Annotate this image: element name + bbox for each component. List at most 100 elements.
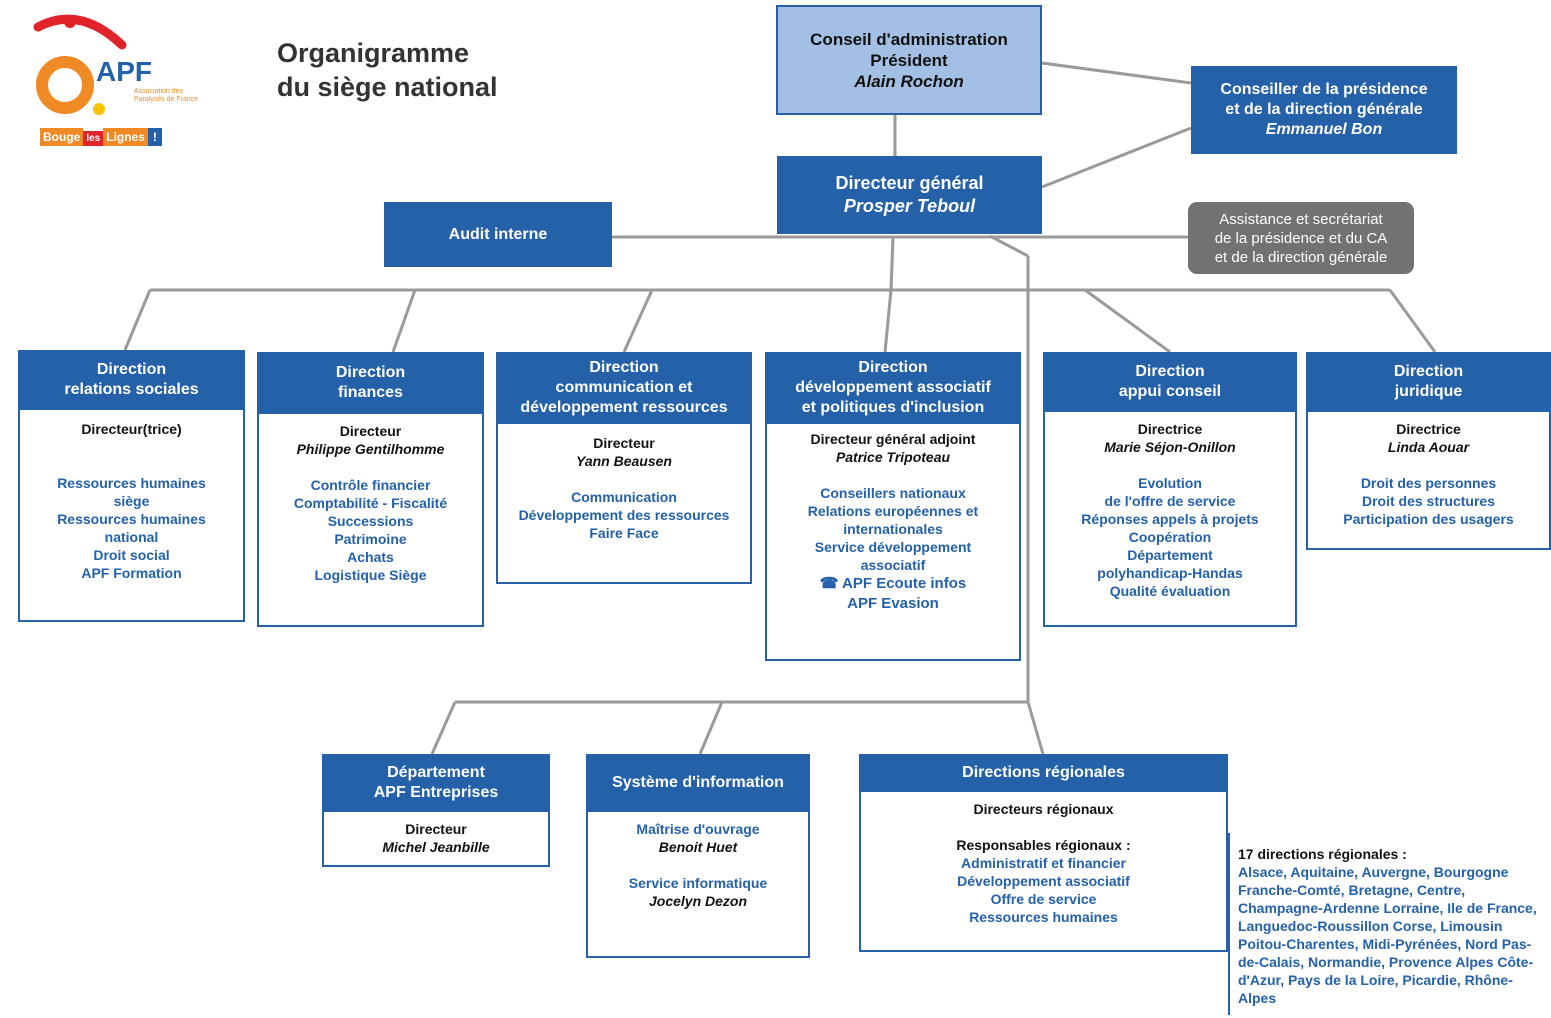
direction-developpement-associatif: Direction développement associatif et po…: [765, 352, 1021, 661]
list-item: Ressources humaines: [969, 909, 1118, 925]
direction-body: Maîtrise d'ouvrage Benoit Huet Service i…: [586, 812, 810, 958]
director-name: Yann Beausen: [576, 453, 672, 469]
slogan-bang: !: [147, 128, 162, 146]
assistance-line-1: Assistance et secrétariat: [1219, 210, 1383, 228]
list-item: Réponses appels à projets: [1081, 511, 1259, 527]
list-item: Administratif et financier: [961, 855, 1126, 871]
direction-header: Département APF Entreprises: [322, 754, 550, 812]
direction-appui-conseil: Direction appui conseil Directrice Marie…: [1043, 352, 1297, 627]
direction-body: Directeur(trice) Ressources humaines siè…: [18, 410, 245, 622]
direction-title-2: juridique: [1394, 383, 1463, 400]
systeme-information: Système d'information Maîtrise d'ouvrage…: [586, 754, 810, 958]
list-item: Patrimoine: [334, 531, 407, 547]
list-item: de l'offre de service: [1104, 493, 1236, 509]
direction-title-1: Système d'information: [612, 774, 784, 791]
conseiller-line-2: et de la direction générale: [1225, 101, 1423, 118]
director-role: Directeur: [593, 435, 655, 451]
conseiller-name: Emmanuel Bon: [1265, 121, 1383, 138]
direction-header: Direction développement associatif et po…: [765, 352, 1021, 424]
direction-juridique: Direction juridique Directrice Linda Aou…: [1306, 352, 1551, 550]
direction-header: Système d'information: [586, 754, 810, 812]
title-line-2: du siège national: [277, 72, 498, 102]
dg-name: Prosper Teboul: [843, 196, 976, 216]
conseil-name: Alain Rochon: [854, 71, 964, 91]
dg-line-1: Directeur général: [835, 173, 984, 193]
list-item: national: [104, 529, 159, 545]
regions-note-text: Alsace, Aquitaine, Auvergne, Bourgogne F…: [1238, 864, 1537, 1006]
regions-note: 17 directions régionales : Alsace, Aquit…: [1228, 833, 1550, 1015]
direction-title-2: finances: [338, 384, 403, 401]
list-item: Achats: [347, 549, 394, 565]
list-item: ☎ APF Ecoute infos: [767, 574, 1019, 594]
list-item: Logistique Siège: [314, 567, 427, 583]
list-item: Coopération: [1128, 529, 1212, 545]
conseil-line-1: Conseil d'administration: [810, 29, 1008, 49]
direction-title-1: Direction: [96, 361, 167, 378]
direction-body: Directeur Michel Jeanbille: [322, 812, 550, 867]
direction-items: Communication Développement des ressourc…: [498, 488, 750, 542]
list-item: Droit social: [93, 547, 170, 563]
list-item: polyhandicap-Handas: [1097, 565, 1243, 581]
list-item: associatif: [860, 557, 926, 573]
direction-header: Direction finances: [257, 352, 484, 414]
direction-title-1: Direction: [858, 359, 928, 376]
list-item: Conseillers nationaux: [820, 485, 966, 501]
list-item: Service développement: [814, 539, 972, 555]
slogan-les: les: [83, 131, 104, 146]
audit-label: Audit interne: [448, 225, 548, 243]
directions-regionales: Directions régionales Directeurs régiona…: [859, 754, 1228, 952]
direction-body: Directrice Marie Séjon-Onillon Evolution…: [1043, 412, 1297, 627]
direction-relations-sociales: Direction relations sociales Directeur(t…: [18, 350, 245, 622]
direction-header: Direction communication et développement…: [496, 352, 752, 424]
director-name: Philippe Gentilhomme: [296, 441, 445, 457]
director-role: Directeur: [339, 423, 402, 439]
page-title: Organigramme du siège national: [277, 36, 498, 104]
direction-items: Evolution de l'offre de service Réponses…: [1045, 474, 1295, 600]
list-item: Développement des ressources: [518, 507, 730, 523]
director-name: Jocelyn Dezon: [648, 893, 748, 909]
direction-header: Direction appui conseil: [1043, 352, 1297, 412]
direction-title-2: communication et: [555, 379, 693, 396]
director-role: Directrice: [1137, 421, 1203, 437]
director-role: Directrice: [1396, 421, 1461, 437]
direction-finances: Direction finances Directeur Philippe Ge…: [257, 352, 484, 627]
direction-header: Direction juridique: [1306, 352, 1551, 412]
slogan-lignes: Lignes: [103, 128, 148, 146]
apf-ecoute-infos: APF Ecoute infos: [842, 575, 967, 592]
conseiller-box: Conseiller de la présidence et de la dir…: [1191, 66, 1457, 154]
direction-items: Droit des personnes Droit des structures…: [1308, 474, 1549, 528]
departement-apf-entreprises: Département APF Entreprises Directeur Mi…: [322, 754, 550, 867]
title-line-1: Organigramme: [277, 38, 470, 68]
direction-title-1: Direction: [1393, 363, 1464, 380]
assistance-box: Assistance et secrétariat de la présiden…: [1188, 202, 1414, 274]
direction-title-1: Direction: [589, 359, 659, 376]
apf-logo-mark: [33, 14, 127, 115]
direction-title-1: Direction: [1135, 363, 1205, 380]
direction-body: Directeur Philippe Gentilhomme Contrôle …: [257, 414, 484, 627]
list-item: Ressources humaines: [57, 511, 206, 527]
direction-items: Ressources humaines siège Ressources hum…: [20, 474, 243, 582]
list-item: Département: [1127, 547, 1213, 563]
direction-items: Contrôle financier Comptabilité - Fiscal…: [259, 476, 482, 584]
direction-title-2: relations sociales: [64, 381, 199, 398]
list-item: Droit des personnes: [1360, 475, 1497, 491]
direction-body: Directeur général adjoint Patrice Tripot…: [765, 424, 1021, 661]
list-item: APF Formation: [81, 565, 182, 581]
list-item: Relations européennes et: [807, 503, 979, 519]
director-name: Linda Aouar: [1387, 439, 1470, 455]
director-role: Directeurs régionaux: [973, 801, 1114, 817]
direction-items: Administratif et financier Développement…: [861, 854, 1226, 926]
apf-tagline: Association des Paralysés de France: [134, 88, 199, 103]
direction-body: Directeurs régionaux Responsables région…: [859, 792, 1228, 952]
list-item: Evolution: [1138, 475, 1202, 491]
list-item: Service informatique: [628, 875, 768, 891]
direction-header: Directions régionales: [859, 754, 1228, 792]
conseil-line-2: Président: [870, 50, 948, 70]
director-role: Responsables régionaux :: [956, 837, 1131, 853]
director-role: Directeur général adjoint: [810, 431, 976, 447]
apf-logo: APF Association des Paralysés de France …: [10, 5, 225, 160]
direction-title-2: APF Entreprises: [373, 784, 499, 801]
direction-title-1: Direction: [335, 364, 406, 381]
